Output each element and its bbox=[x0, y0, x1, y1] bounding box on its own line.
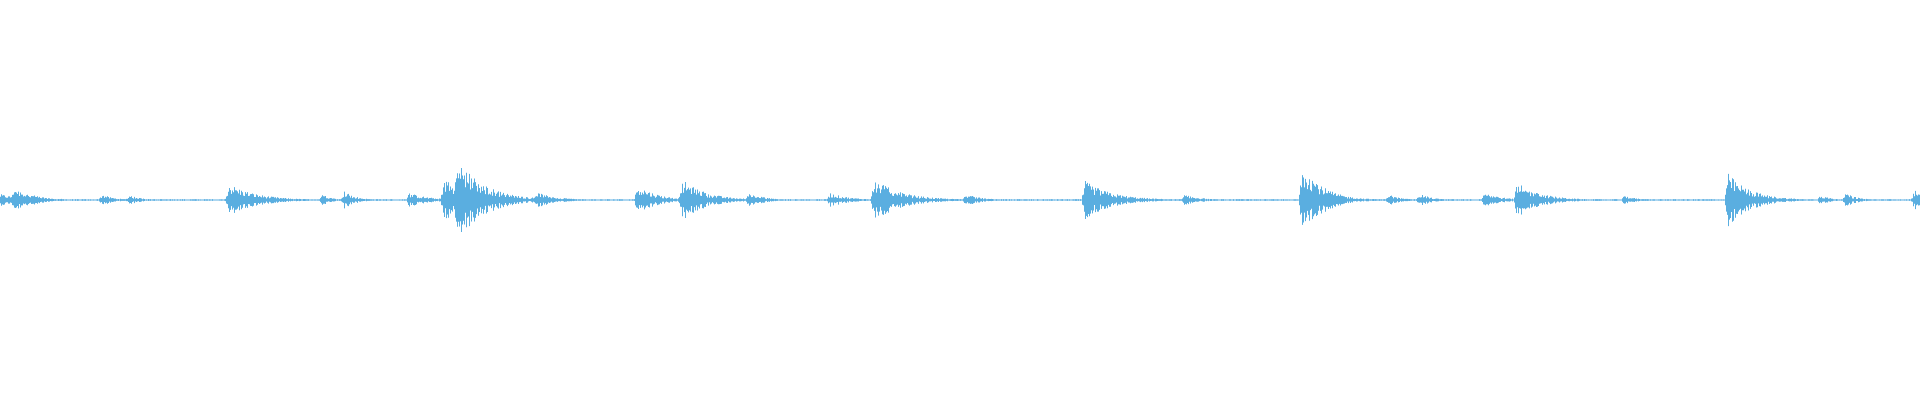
waveform-bars bbox=[0, 168, 1920, 232]
waveform-amplitude-path bbox=[0, 168, 1920, 232]
